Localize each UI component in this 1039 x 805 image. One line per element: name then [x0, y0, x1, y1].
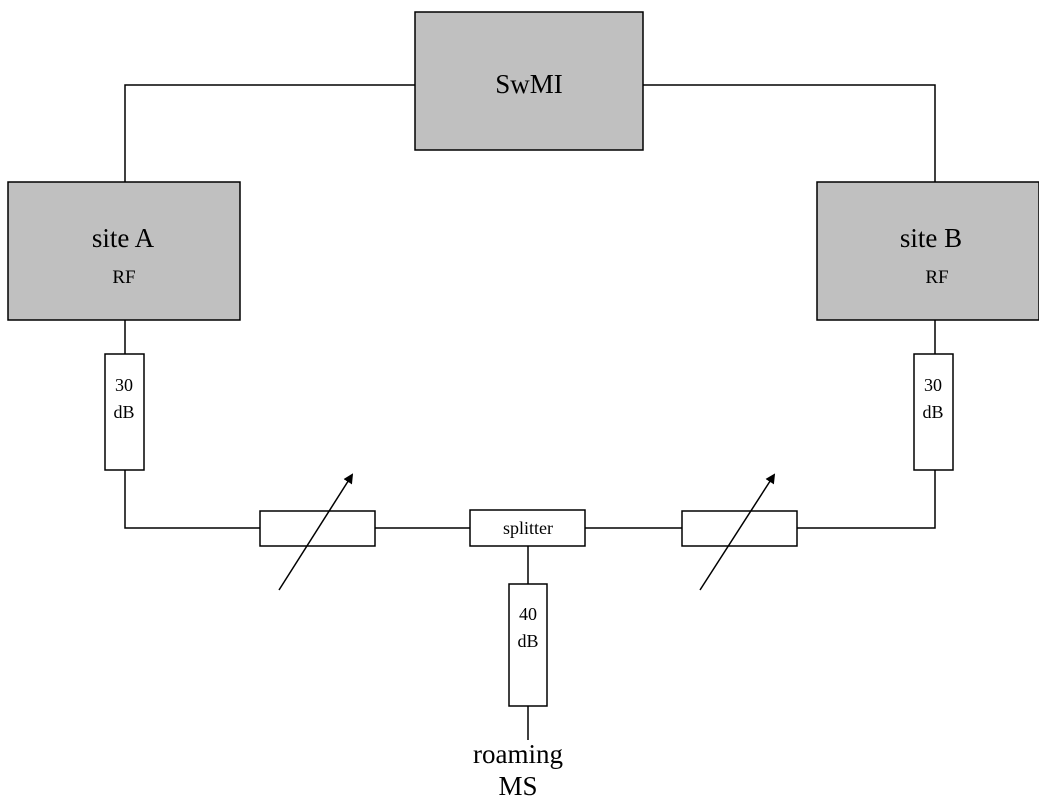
- roaming-ms-line2: MS: [498, 771, 537, 801]
- swmi-box: SwMI: [414, 11, 644, 151]
- connection-wires: [124, 84, 936, 740]
- ms-attenuator-unit: dB: [517, 631, 538, 651]
- wire-swmi-to-site-a: [124, 84, 415, 182]
- site-a-attenuator-value: 30: [115, 375, 133, 395]
- swmi-label: SwMI: [495, 69, 563, 99]
- roaming-ms-label: roaming MS: [473, 739, 563, 801]
- ms-attenuator: 40 dB: [508, 583, 548, 707]
- site-b-name: site B: [900, 223, 962, 253]
- site-a-sub: RF: [112, 267, 135, 288]
- site-b-sub: RF: [925, 267, 948, 288]
- variable-attenuator-b: [681, 473, 798, 591]
- site-b-attenuator-value: 30: [924, 375, 942, 395]
- site-a-attenuator: 30 dB: [104, 353, 145, 471]
- wire-site-a-attenuator-to-variable-a: [124, 470, 260, 529]
- splitter-box: splitter: [469, 509, 586, 547]
- roaming-ms-line1: roaming: [473, 739, 563, 769]
- site-b-attenuator-unit: dB: [922, 402, 943, 422]
- site-a-attenuator-unit: dB: [113, 402, 134, 422]
- variable-attenuator-arrow-icon: [278, 473, 354, 591]
- wire-swmi-to-site-b: [643, 84, 936, 182]
- site-a-box: site A RF: [7, 181, 241, 321]
- variable-attenuator-arrow-icon: [699, 473, 776, 591]
- ms-attenuator-value: 40: [519, 604, 537, 624]
- site-b-box: site B RF: [816, 181, 1039, 321]
- wire-variable-b-to-site-b-attenuator: [797, 470, 936, 529]
- variable-attenuator-a: [259, 473, 376, 591]
- splitter-label: splitter: [503, 518, 553, 538]
- site-b-attenuator: 30 dB: [913, 353, 954, 471]
- site-a-name: site A: [92, 223, 155, 253]
